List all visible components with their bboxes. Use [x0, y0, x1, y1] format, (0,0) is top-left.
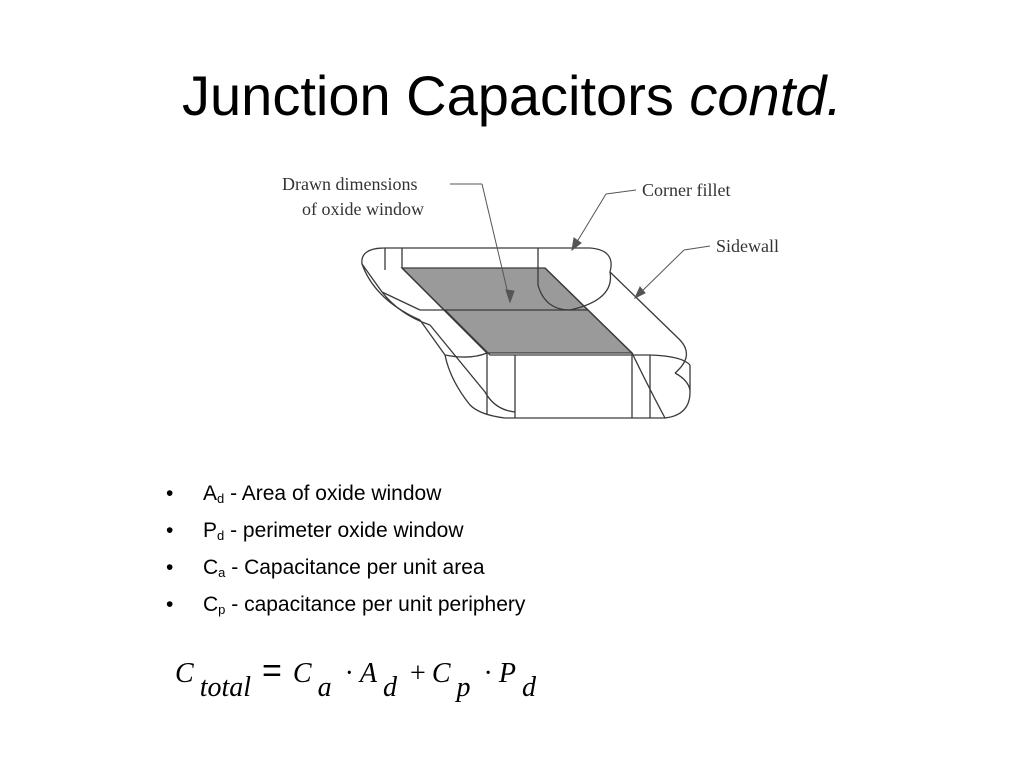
term: A [203, 482, 218, 505]
label-drawn-dimensions-1: Drawn dimensions [282, 174, 417, 194]
bullet-icon: • [166, 556, 174, 579]
list-item: • Pd - perimeter oxide window [160, 512, 525, 549]
label-corner-fillet: Corner fillet [642, 180, 730, 200]
term-subscript: p [218, 602, 226, 617]
formula-term-c-subscript: a [317, 672, 332, 703]
formula-term-c: C [292, 658, 312, 689]
formula-dot: · [483, 658, 493, 689]
formula-term-cp-subscript: p [456, 672, 471, 703]
label-drawn-dimensions-2: of oxide window [302, 199, 424, 219]
slide-title: Junction Capacitors contd. [0, 58, 1024, 134]
bullet-icon: • [166, 593, 174, 616]
sidewall-leader [683, 245, 711, 251]
definition: - Capacitance per unit area [225, 556, 485, 579]
formula-equals: = [262, 652, 282, 690]
list-item: • Ad - Area of oxide window [160, 475, 525, 512]
formula-term-p: P [498, 658, 516, 689]
list-item: • Ca - Capacitance per unit area [160, 549, 525, 586]
bullet-icon: • [166, 482, 174, 505]
term-subscript: d [217, 528, 225, 543]
bullet-icon: • [166, 519, 174, 542]
definition: - perimeter oxide window [224, 519, 464, 542]
term: C [203, 593, 219, 616]
title-main: Junction Capacitors [182, 64, 690, 127]
list-item: • Cp - capacitance per unit periphery [160, 586, 525, 623]
definition: - capacitance per unit periphery [225, 593, 526, 616]
formula-lhs: C [175, 658, 194, 689]
formula-plus: + [410, 658, 426, 689]
diagram-svg: Drawn dimensions of oxide window Corner … [282, 174, 779, 419]
definitions-list: • Ad - Area of oxide window • Pd - perim… [160, 475, 525, 623]
term: P [203, 519, 218, 542]
corner-fillet-leader [605, 189, 637, 195]
formula-term-cp: C [431, 658, 451, 689]
definition: - Area of oxide window [224, 482, 442, 505]
title-emphasis: contd. [689, 64, 842, 127]
term: C [203, 556, 219, 579]
junction-capacitor-diagram: Drawn dimensions of oxide window Corner … [270, 160, 830, 440]
formula-term-p-subscript: d [521, 672, 536, 703]
label-sidewall: Sidewall [716, 236, 779, 256]
formula-term-a: A [359, 658, 378, 689]
term-subscript: a [218, 565, 226, 580]
formula-term-a-subscript: d [383, 672, 398, 703]
formula-dot: · [344, 658, 354, 689]
formula-lhs-subscript: total [199, 672, 252, 703]
term-subscript: d [217, 491, 225, 506]
